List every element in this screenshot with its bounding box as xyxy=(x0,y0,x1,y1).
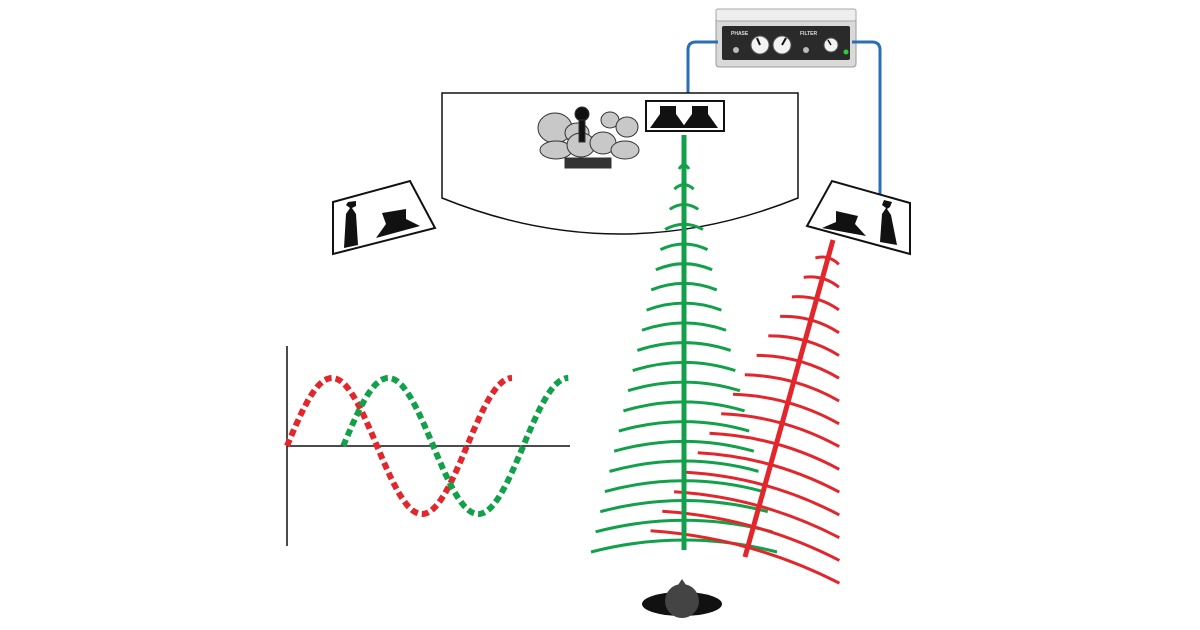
filter-label: FILTER xyxy=(800,31,818,37)
cable-far-mic xyxy=(852,40,882,195)
phase-label: PHASE xyxy=(731,31,749,37)
mic-icon xyxy=(682,106,718,128)
mic-stand-icon xyxy=(880,200,897,245)
left-room-mic xyxy=(332,179,437,256)
filter-switch[interactable] xyxy=(803,47,809,53)
mic-icon xyxy=(822,211,866,236)
phase-wave-plot xyxy=(284,346,570,546)
far-mic-wavefronts xyxy=(650,255,841,585)
right-room-mic xyxy=(805,179,911,256)
sound-source-icon xyxy=(642,579,722,618)
mic-icon xyxy=(650,106,686,128)
mic-icon xyxy=(376,209,420,238)
far-mic-waveform xyxy=(284,374,513,518)
drum-booth xyxy=(441,92,799,235)
close-mic-pair xyxy=(645,100,725,132)
invert-switch[interactable] xyxy=(733,47,739,53)
close-mic-waveform xyxy=(340,374,569,518)
mic-stand-icon xyxy=(344,201,358,248)
cable-close-mic xyxy=(686,40,718,101)
phase-alignment-device: PHASE FILTER xyxy=(715,8,857,68)
far-mic-path xyxy=(742,239,836,558)
drum-kit-icon xyxy=(537,106,640,169)
power-led-icon xyxy=(843,49,849,55)
